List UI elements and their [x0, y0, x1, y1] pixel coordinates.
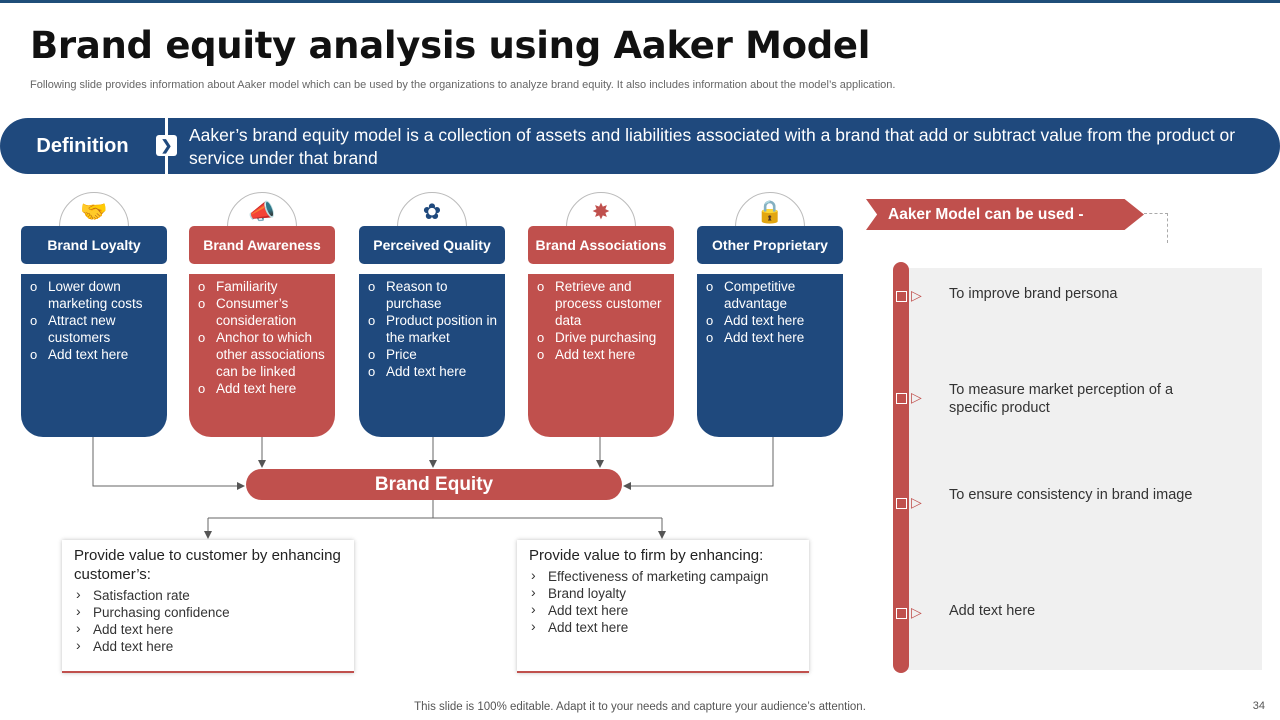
- triangle-right-icon: ▷: [911, 389, 922, 405]
- list-item: Add text here: [705, 329, 839, 346]
- list-item: Competitive advantage: [705, 278, 839, 312]
- list-item: Effectiveness of marketing campaign: [529, 567, 797, 585]
- triangle-right-icon: ▷: [911, 287, 922, 303]
- list-item: Add text here: [536, 346, 670, 363]
- list-item: Add text here: [705, 312, 839, 329]
- pillar-body: Reason to purchase Product position in t…: [359, 274, 505, 437]
- top-accent-line: [0, 0, 1280, 3]
- pillar-title: Brand Loyalty: [21, 226, 167, 264]
- square-bullet-icon: [896, 393, 907, 404]
- list-item: Add text here: [367, 363, 501, 380]
- square-bullet-icon: [896, 608, 907, 619]
- list-item: Satisfaction rate: [74, 586, 342, 604]
- list-item: Familiarity: [197, 278, 331, 295]
- network-icon: ✸: [591, 199, 611, 224]
- firm-value-box: Provide value to firm by enhancing: Effe…: [517, 540, 809, 673]
- list-item: Drive purchasing: [536, 329, 670, 346]
- list-item: Consumer’s consideration: [197, 295, 331, 329]
- definition-label: Definition: [36, 135, 129, 157]
- list-item: Add text here: [197, 380, 331, 397]
- pillar-body: Familiarity Consumer’s consideration Anc…: [189, 274, 335, 437]
- footer-note: This slide is 100% editable. Adapt it to…: [414, 701, 866, 713]
- triangle-right-icon: ▷: [911, 494, 922, 510]
- square-bullet-icon: [896, 291, 907, 302]
- list-item: Anchor to which other associations can b…: [197, 329, 331, 380]
- megaphone-icon: 📣: [248, 199, 276, 224]
- list-item: Add text here: [529, 618, 797, 636]
- uses-panel: [900, 268, 1262, 670]
- page-subtitle: Following slide provides information abo…: [30, 79, 896, 91]
- list-item: Brand loyalty: [529, 584, 797, 602]
- pillar-title: Other Proprietary: [697, 226, 843, 264]
- list-item: Lower down marketing costs: [29, 278, 163, 312]
- page-number: 34: [1252, 700, 1265, 712]
- pillar-body: Lower down marketing costs Attract new c…: [21, 274, 167, 437]
- list-item: Retrieve and process customer data: [536, 278, 670, 329]
- list-item: Add text here: [529, 601, 797, 619]
- pillar-title: Brand Associations: [528, 226, 674, 264]
- list-item: Add text here: [74, 637, 342, 655]
- pillar-body: Competitive advantage Add text here Add …: [697, 274, 843, 437]
- triangle-right-icon: ▷: [911, 604, 922, 620]
- lock-icon: 🔒: [756, 199, 784, 224]
- list-item: Attract new customers: [29, 312, 163, 346]
- list-item: Purchasing confidence: [74, 603, 342, 621]
- dashed-connector: [1144, 213, 1168, 243]
- list-item: Product position in the market: [367, 312, 501, 346]
- list-item: Reason to purchase: [367, 278, 501, 312]
- page-title: Brand equity analysis using Aaker Model: [30, 24, 871, 67]
- list-item: Add text here: [29, 346, 163, 363]
- brand-equity-pill: Brand Equity: [246, 469, 622, 500]
- pillar-body: Retrieve and process customer data Drive…: [528, 274, 674, 437]
- value-box-heading: Provide value to customer by enhancing c…: [74, 547, 341, 583]
- uses-label-tag: Aaker Model can be used -: [866, 199, 1144, 230]
- list-item: Add text here: [74, 620, 342, 638]
- uses-timeline-bar: [893, 262, 909, 673]
- pillar-title: Brand Awareness: [189, 226, 335, 264]
- definition-bar: Definition ❯ Aaker’s brand equity model …: [0, 118, 1280, 174]
- list-item: Price: [367, 346, 501, 363]
- definition-text: Aaker’s brand equity model is a collecti…: [189, 125, 1236, 168]
- customer-value-box: Provide value to customer by enhancing c…: [62, 540, 354, 673]
- quality-badge-icon: ✿: [422, 199, 442, 224]
- pillar-title: Perceived Quality: [359, 226, 505, 264]
- chevron-right-icon: ❯: [156, 135, 177, 156]
- square-bullet-icon: [896, 498, 907, 509]
- handshake-icon: 🤝: [80, 199, 108, 224]
- value-box-heading: Provide value to firm by enhancing:: [529, 547, 764, 564]
